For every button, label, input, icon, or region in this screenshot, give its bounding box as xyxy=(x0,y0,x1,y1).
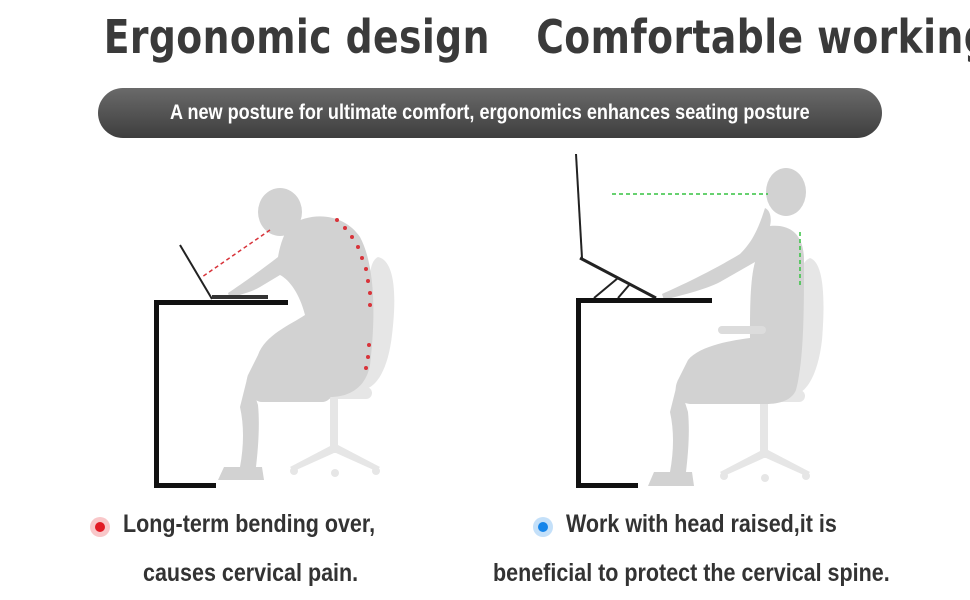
sight-line-down xyxy=(201,229,271,278)
info-dot-icon xyxy=(533,517,553,537)
subtitle-banner: A new posture for ultimate comfort, ergo… xyxy=(98,88,882,138)
warning-dot-icon xyxy=(90,517,110,537)
desk-icon xyxy=(154,300,288,488)
desk-icon xyxy=(576,298,712,488)
bad-posture-caption-line2: causes cervical pain. xyxy=(143,559,359,587)
banner-text: A new posture for ultimate comfort, ergo… xyxy=(170,101,810,124)
good-posture-caption-line1: Work with head raised,it is xyxy=(566,510,837,538)
spine-curve-markers xyxy=(335,218,372,370)
headline-left: Ergonomic design xyxy=(103,10,490,64)
bad-posture-illustration xyxy=(140,175,430,495)
headline-right: Comfortable working xyxy=(536,10,970,64)
laptop-on-stand-icon xyxy=(575,153,657,300)
bad-posture-caption-line1: Long-term bending over, xyxy=(123,510,376,538)
headline: Ergonomic design Comfortable working xyxy=(87,10,970,64)
laptop-flat-icon xyxy=(179,244,268,300)
good-posture-caption-line2: beneficial to protect the cervical spine… xyxy=(493,559,890,587)
good-posture-illustration xyxy=(560,150,850,495)
person-upright-icon xyxy=(648,168,806,486)
person-hunched-icon xyxy=(218,188,374,480)
